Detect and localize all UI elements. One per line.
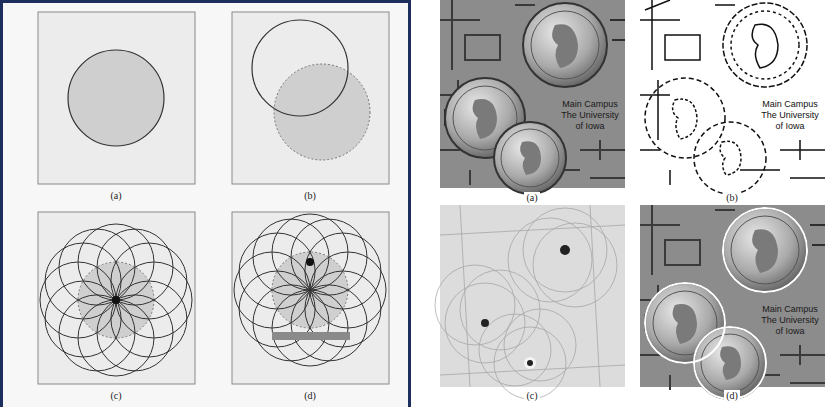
- shaded-circle: [274, 64, 370, 160]
- map-text: of Iowa: [773, 122, 806, 132]
- figure-caption: (d): [724, 390, 740, 401]
- peak-dot: [112, 296, 120, 304]
- shaded-circle: [68, 50, 164, 146]
- peak-dot: [306, 258, 314, 266]
- panel-frame: [2, 2, 410, 407]
- coin-photo: [440, 0, 625, 194]
- detected-circles: [640, 205, 825, 399]
- figure-square: [38, 212, 195, 384]
- map-text: of Iowa: [773, 327, 806, 337]
- map-text: The University: [559, 111, 621, 121]
- map-text: Main Campus: [560, 100, 620, 110]
- shaded-circle: [78, 262, 154, 338]
- figure-caption: (c): [108, 390, 123, 401]
- figure-caption: (b): [724, 192, 740, 203]
- vote-circles: [234, 214, 386, 366]
- figure-caption: (c): [524, 390, 539, 401]
- figure-square: [232, 12, 389, 184]
- map-text: Main Campus: [760, 100, 820, 110]
- figure-square: [232, 212, 389, 384]
- figure-caption: (b): [302, 190, 318, 201]
- figure-caption: (a): [524, 192, 539, 203]
- shaded-bar: [272, 332, 350, 340]
- map-text: Main Campus: [760, 305, 820, 315]
- accumulator-image: [435, 205, 625, 399]
- vote-circles: [40, 224, 192, 376]
- vote-circle: [252, 20, 348, 116]
- map-text: The University: [759, 316, 821, 326]
- figure-caption: (a): [108, 190, 123, 201]
- figure-square: [38, 12, 195, 184]
- figure-caption: (d): [302, 390, 318, 401]
- edge-image: [640, 0, 825, 194]
- map-text: of Iowa: [573, 122, 606, 132]
- map-text: The University: [759, 111, 821, 121]
